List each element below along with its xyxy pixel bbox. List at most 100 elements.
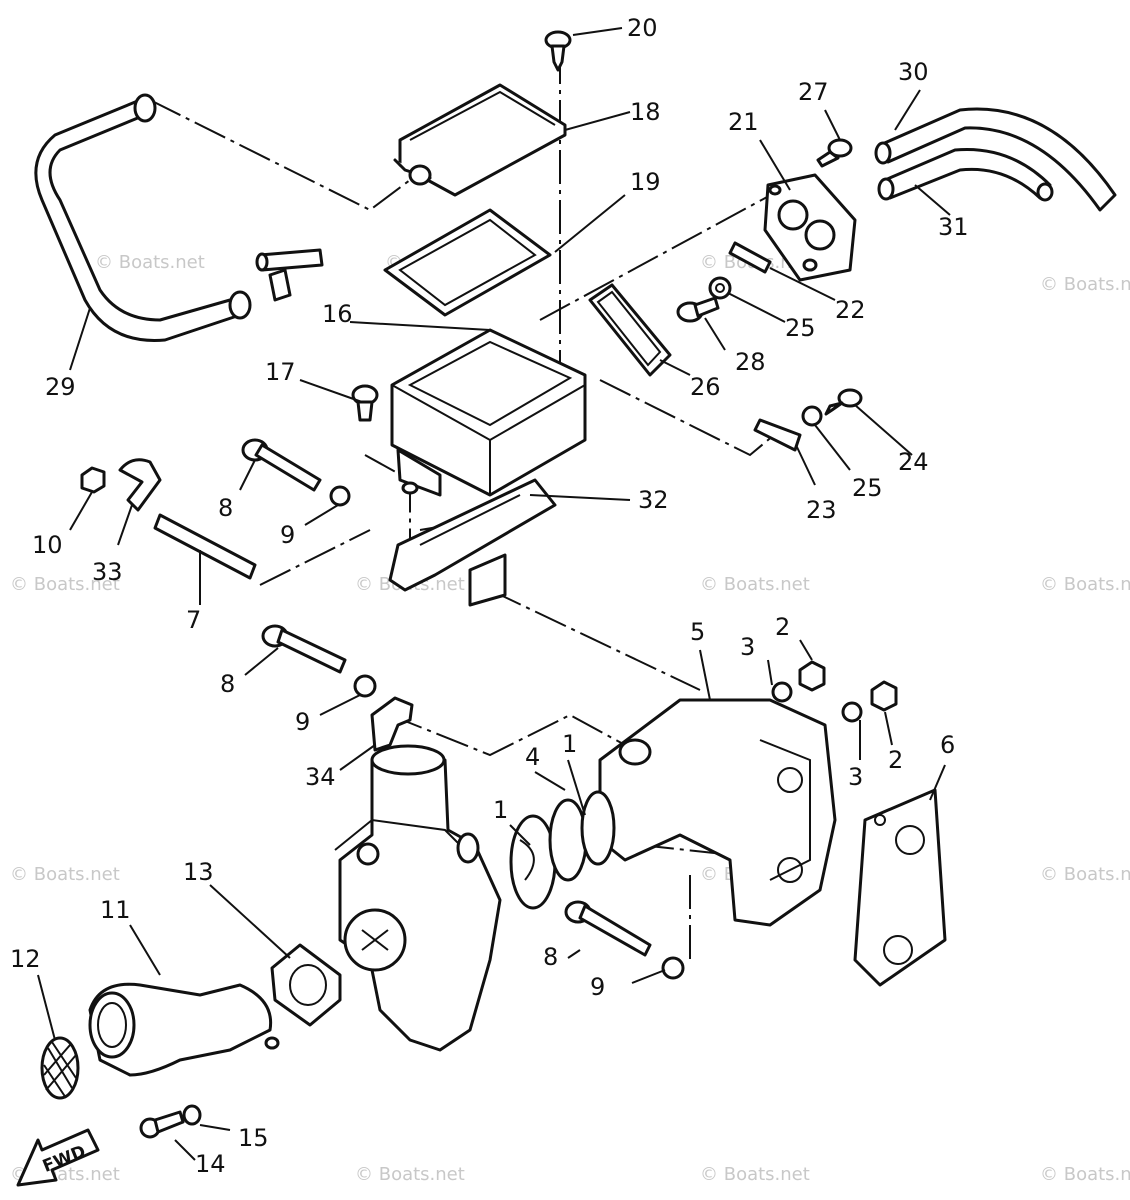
callout-33: 33 [92,558,123,586]
fuel-hose-29 [34,93,252,342]
clamp-34 [370,696,414,752]
bolt-8-lower [564,900,652,957]
callout-10: 10 [32,531,63,559]
watermark-text: © Boats.net [10,864,120,885]
callout-15: 15 [238,1124,269,1152]
watermark-text: © Boats.net [355,1164,465,1185]
spacer-4 [548,798,588,882]
watermark-text: © Boats.net [1040,274,1130,295]
callout-28: 28 [735,348,766,376]
callout-25: 25 [785,314,816,342]
callout-3: 3 [848,763,863,791]
callout-1: 1 [562,730,577,758]
fuel-hose-31 [877,147,1054,202]
clip-33 [118,458,162,512]
nut-10 [80,466,106,494]
o-ring-1-front [509,814,557,910]
fuel-pump-21 [763,173,857,282]
watermark-text: © Boats.net [1040,1164,1130,1185]
callout-9: 9 [295,708,310,736]
washer-3-upper [771,681,793,703]
callout-25: 25 [852,474,883,502]
callout-8: 8 [218,494,233,522]
callout-12: 12 [10,945,41,973]
callout-31: 31 [938,213,969,241]
bracket-32 [388,478,557,607]
callout-18: 18 [630,98,661,126]
callout-26: 26 [690,373,721,401]
screw-27 [816,138,853,168]
nut-25 [801,405,823,427]
callout-numbers: 20 18 19 16 17 21 27 30 31 22 25 28 26 2… [10,14,969,1178]
fuel-filter-cover-18 [393,83,567,197]
forward-arrow-icon: FWD [16,1128,100,1187]
nut-2-lower [870,680,898,712]
washer-9-middle [353,674,377,698]
callout-14: 14 [195,1150,226,1178]
gasket-19 [383,208,552,317]
callout-29: 29 [45,373,76,401]
screen-12 [40,1036,80,1100]
callout-9: 9 [280,521,295,549]
bolt-14 [139,1110,185,1139]
fuel-hose-30 [874,107,1117,212]
callout-19: 19 [630,168,661,196]
carburetor [334,744,502,1052]
callout-7: 7 [186,606,201,634]
callout-17: 17 [265,358,296,386]
screw-17 [351,384,379,422]
clip-23 [753,418,802,452]
callout-27: 27 [798,78,829,106]
o-ring-1-rear [580,790,616,866]
callout-11: 11 [100,896,131,924]
watermark-text: © Boats.net [1040,864,1130,885]
callout-13: 13 [183,858,214,886]
callout-8: 8 [220,670,235,698]
washer-25 [708,276,732,300]
washer-9-lower [661,956,685,980]
callout-1: 1 [493,796,508,824]
callout-20: 20 [627,14,658,42]
bolt-28 [676,296,720,323]
callout-21: 21 [728,108,759,136]
callout-30: 30 [898,58,929,86]
callout-2: 2 [888,746,903,774]
callout-5: 5 [690,618,705,646]
watermark-text: © Boats.net [95,252,205,273]
fuel-filter-body-16 [390,328,587,497]
callout-16: 16 [322,300,353,328]
t-joint-fitting [255,248,324,302]
watermark-text: © Boats.net [10,574,120,595]
callout-9: 9 [590,973,605,1001]
watermark-text: © Boats.net [700,1164,810,1185]
leader-lines [37,27,951,1161]
callout-34: 34 [305,763,336,791]
gasket-6 [853,788,947,987]
watermark-text: © Boats.net [1040,574,1130,595]
gasket-26 [588,283,672,377]
callout-6: 6 [940,731,955,759]
intake-manifold-5 [598,698,837,927]
callout-22: 22 [835,296,866,324]
callout-23: 23 [806,496,837,524]
intake-silencer-11 [88,982,280,1077]
gasket-13 [270,943,342,1027]
screw-20 [544,30,572,72]
callout-4: 4 [525,743,540,771]
callout-32: 32 [638,486,669,514]
bolt-8-upper [241,438,322,492]
stud-7 [153,513,257,580]
callout-24: 24 [898,448,929,476]
washer-3-lower [841,701,863,723]
bolt-8-middle [261,624,347,674]
callout-2: 2 [775,613,790,641]
screw-24 [824,388,863,416]
callout-8: 8 [543,943,558,971]
clip-22 [728,241,772,274]
nut-2-upper [798,660,826,692]
washer-9-upper [329,485,351,507]
watermark-text: © Boats.net [700,574,810,595]
callout-3: 3 [740,633,755,661]
